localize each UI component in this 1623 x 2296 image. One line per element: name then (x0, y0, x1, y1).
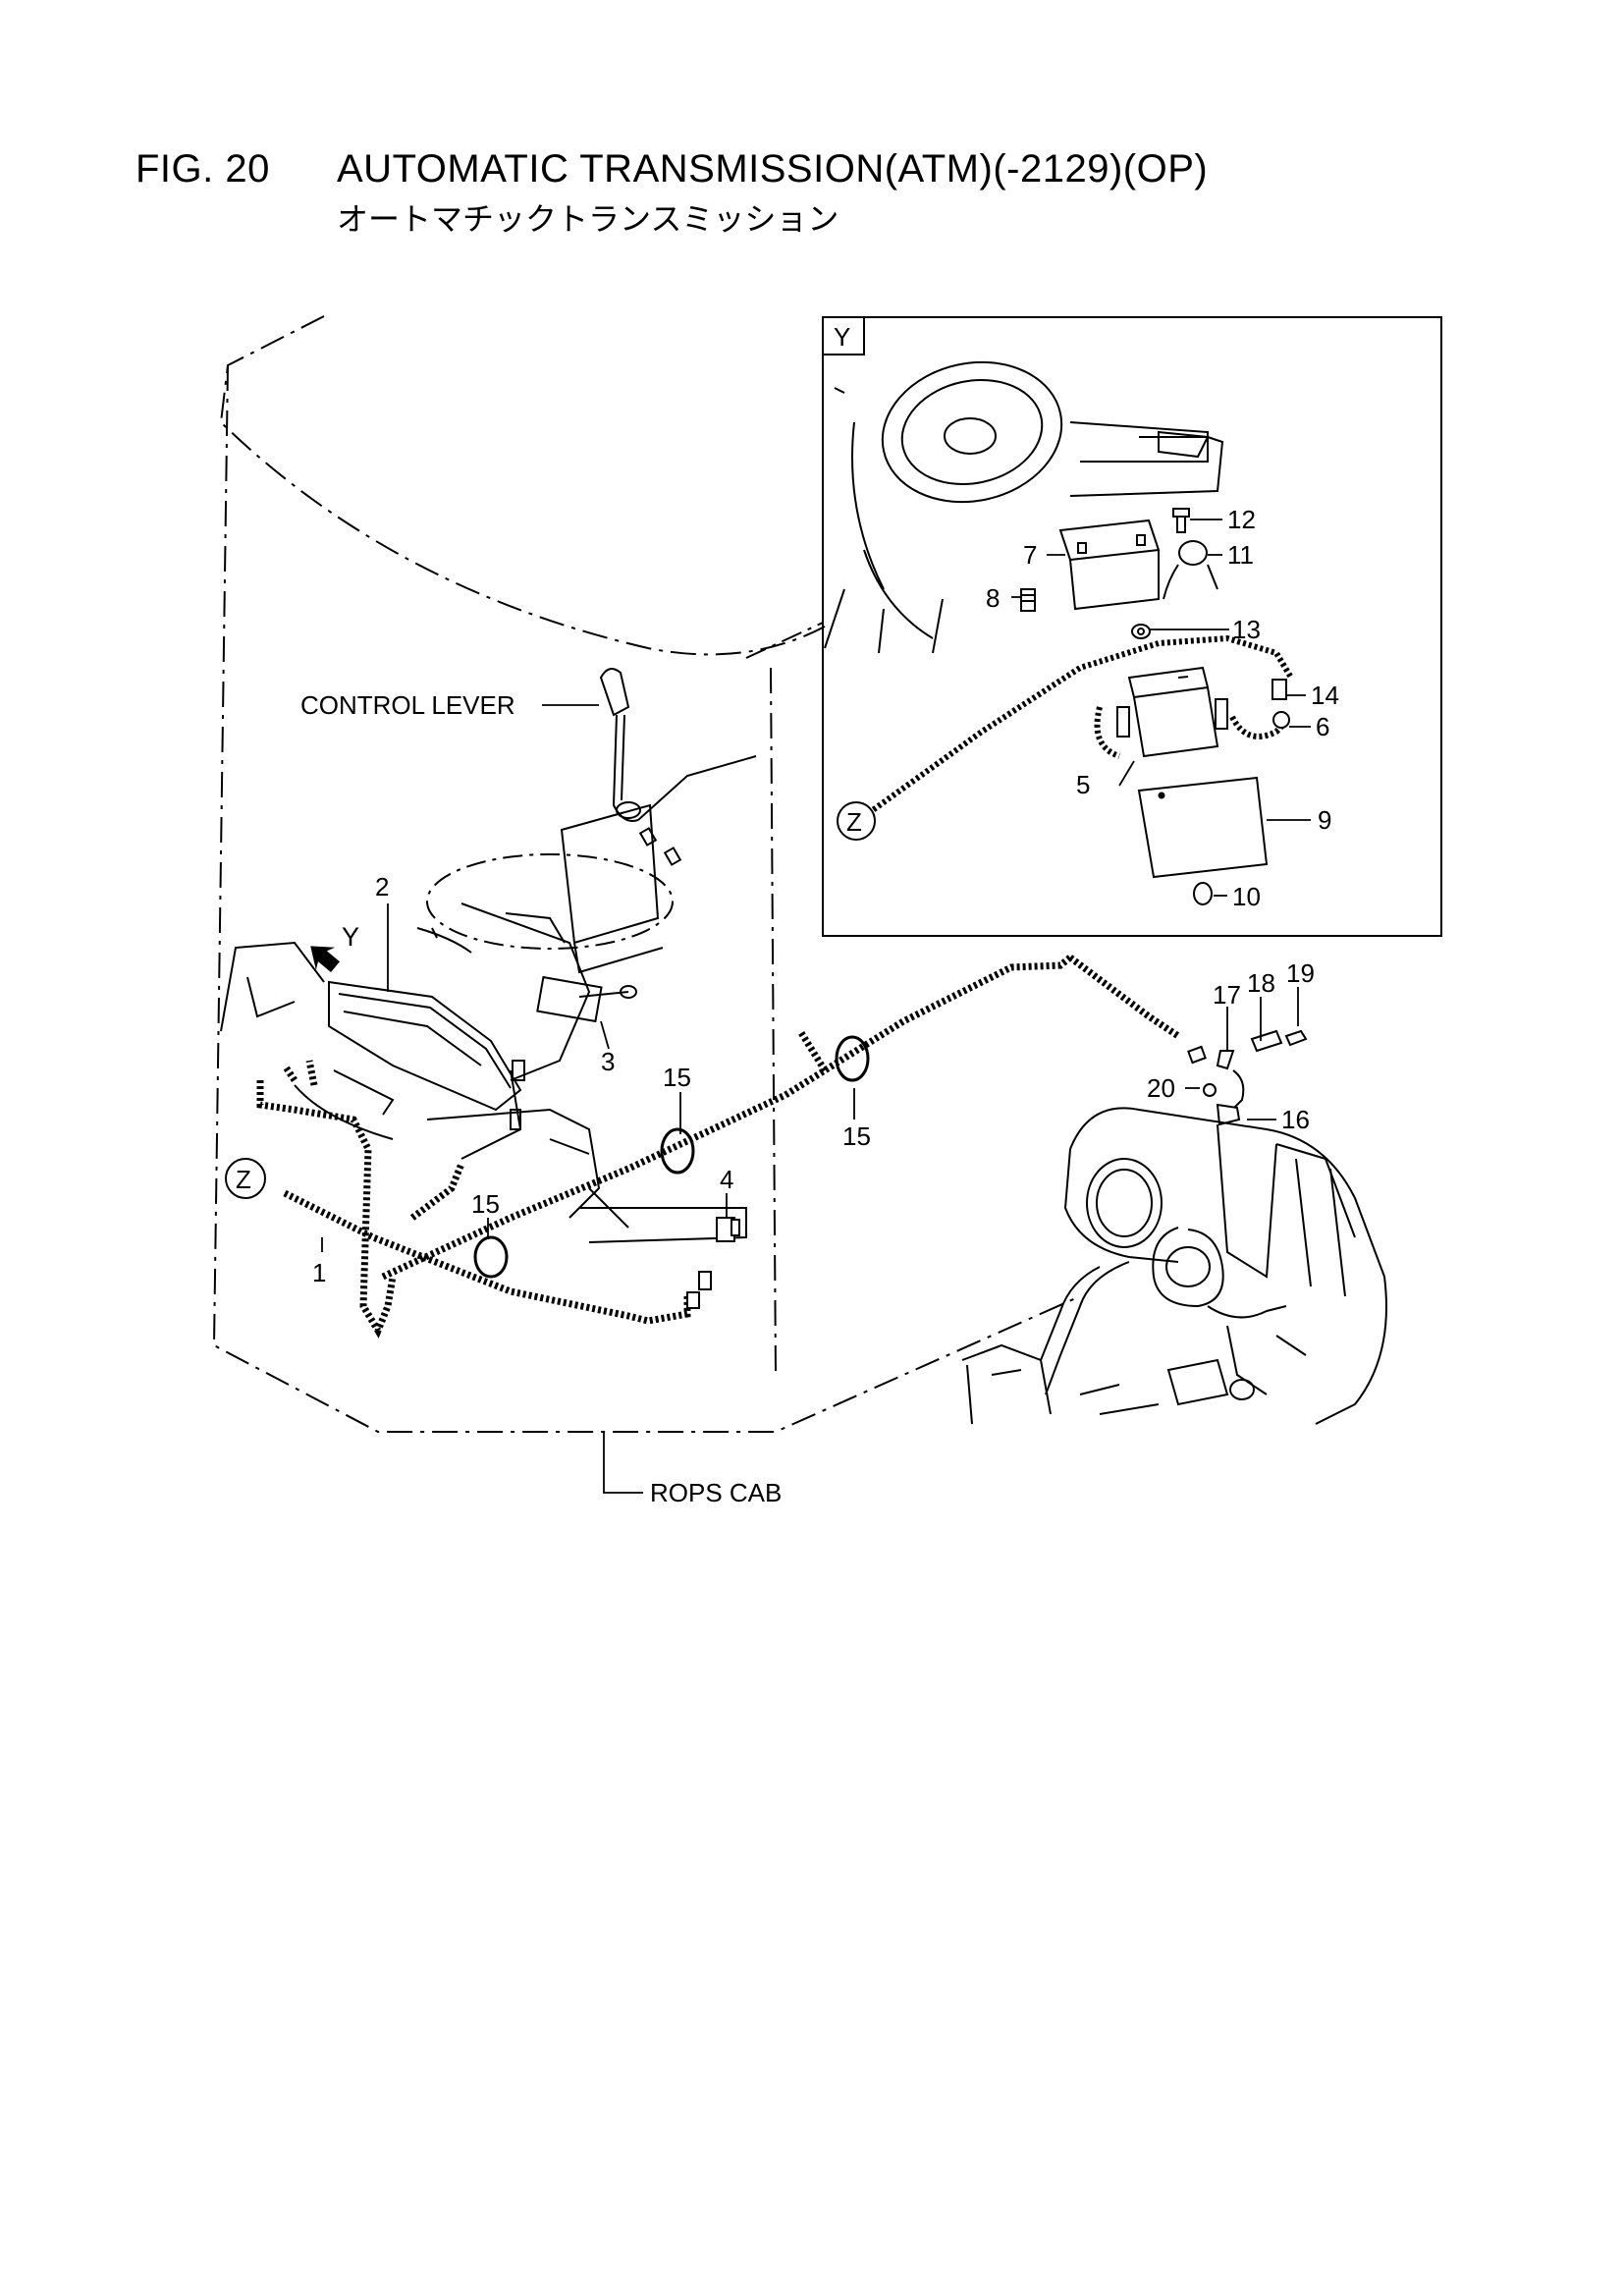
callout-13: 13 (1232, 615, 1261, 644)
relay-11-icon (1163, 540, 1218, 600)
callout-18: 18 (1247, 968, 1275, 998)
callout-3: 3 (601, 1047, 615, 1076)
callout-12: 12 (1227, 505, 1256, 534)
main-leader-lines (321, 903, 1299, 1494)
detail-leader-lines (1011, 519, 1311, 897)
callout-8: 8 (986, 583, 1000, 613)
nut-13-icon (1131, 624, 1151, 639)
callout-10: 10 (1232, 882, 1261, 911)
controller-unit (1116, 666, 1228, 758)
figure-number: FIG. 20 (135, 147, 270, 191)
callout-16: 16 (1281, 1105, 1310, 1134)
callout-19: 19 (1286, 958, 1315, 988)
connector-4-icon (686, 1217, 740, 1309)
bolt-8-icon (1020, 588, 1036, 612)
floor-opening-outline (426, 853, 674, 950)
figure-subtitle-japanese: オートマチックトランスミッション (337, 200, 839, 238)
clamp-15-icon (473, 1035, 870, 1279)
callout-7: 7 (1023, 540, 1037, 570)
callout-14: 14 (1311, 681, 1339, 710)
figure-heading: AUTOMATIC TRANSMISSION(ATM)(-2129)(OP) (337, 147, 1209, 191)
callout-2: 2 (375, 872, 389, 902)
detail-view-y: Y (822, 316, 1442, 937)
z-label-detail: Z (846, 807, 862, 837)
controller-bracket (1058, 519, 1161, 611)
callout-17: 17 (1213, 980, 1241, 1010)
callout-6: 6 (1316, 712, 1329, 741)
detail-reference-line (745, 622, 824, 659)
z-marker-main (225, 1158, 266, 1199)
control-lever (560, 668, 757, 974)
cover-plate (1137, 776, 1269, 879)
wire-harness-main (256, 955, 1180, 1339)
bolt-10-icon (1193, 882, 1213, 905)
arrow-y-label: Y (342, 922, 359, 952)
figure-title: FIG. 20 AUTOMATIC TRANSMISSION(ATM)(-2129… (135, 147, 1208, 191)
bolt-12-icon (1172, 508, 1190, 533)
transmission-housing (961, 1107, 1387, 1425)
callout-1: 1 (312, 1258, 326, 1287)
rops-cab-outline (212, 315, 1081, 1433)
callout-11: 11 (1227, 540, 1254, 570)
sensor-assembly (1187, 1029, 1308, 1126)
view-y-arrow-icon (310, 946, 340, 973)
z-marker-detail (837, 801, 876, 841)
callout-15-lower: 15 (471, 1189, 500, 1219)
callout-20: 20 (1147, 1073, 1175, 1103)
callout-9: 9 (1318, 805, 1331, 835)
callout-5: 5 (1076, 770, 1090, 799)
z-label-main: Z (236, 1165, 251, 1194)
control-lever-label: CONTROL LEVER (300, 690, 515, 720)
callout-4: 4 (720, 1165, 733, 1194)
view-y-label: Y (834, 322, 850, 352)
callout-15-right: 15 (842, 1121, 871, 1151)
dashboard-panel (220, 902, 747, 1243)
rops-cab-label: ROPS CAB (650, 1478, 782, 1507)
connector-14-icon (1271, 679, 1287, 700)
callout-15-upper: 15 (663, 1063, 691, 1092)
steering-wheel (824, 360, 1224, 654)
connector-6-icon (1272, 711, 1290, 729)
